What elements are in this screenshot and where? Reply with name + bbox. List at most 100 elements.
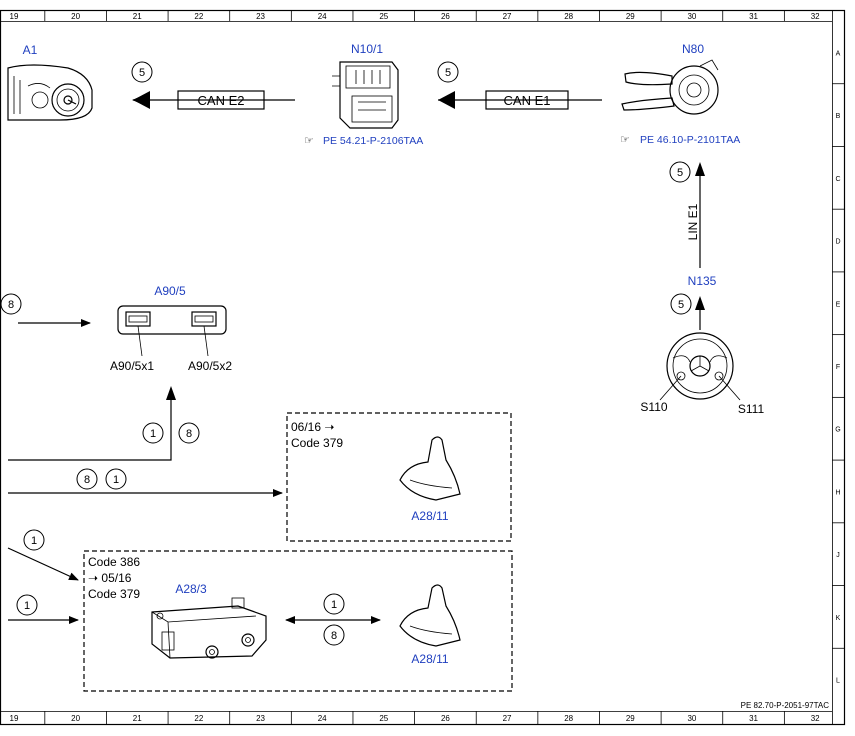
can-e1-label-box [485, 90, 569, 110]
circle-can-e1 [437, 61, 459, 83]
s110-leader [659, 375, 682, 401]
roof-antenna-icon [399, 584, 461, 647]
ruler-column-label: 28 [564, 12, 573, 21]
circle-lin-bottom-num: 5 [678, 299, 684, 311]
ruler-row-label: D [835, 239, 840, 246]
ref-n80[interactable]: PE 46.10-P-2101TAA [640, 134, 740, 146]
antenna-amplifier-icon [151, 597, 267, 659]
ruler-column-label: 28 [564, 714, 573, 723]
ruler-column-label: 22 [194, 12, 203, 21]
ruler-column-label: 24 [318, 714, 327, 723]
circle-a90-up-8 [178, 422, 200, 444]
lower-box-date: ➝ 05/16 [88, 571, 132, 585]
circle-mid-8 [76, 468, 98, 490]
ruler-column-label: 30 [687, 714, 696, 723]
ruler-column-label: 24 [318, 12, 327, 21]
steering-wheel-icon [666, 332, 734, 400]
circle-lower-left-1 [16, 594, 38, 616]
ruler-column-label: 19 [10, 12, 19, 21]
ruler-column-label: 26 [441, 12, 450, 21]
label-a90-5x2: A90/5x2 [188, 359, 232, 373]
ref-n10-1[interactable]: PE 54.21-P-2106TAA [323, 135, 423, 147]
label-a28-11-upper: A28/11 [411, 509, 448, 523]
steering-column-module-icon [621, 59, 719, 115]
lower-box-code1: Code 386 [88, 555, 140, 569]
ruler-column-label: 20 [71, 714, 80, 723]
ruler-column-label: 21 [133, 714, 142, 723]
ruler-column-label: 19 [10, 714, 19, 723]
ruler-column-label: 32 [811, 12, 820, 21]
a90-5-feed-line [8, 394, 172, 461]
label-a1: A1 [23, 43, 38, 57]
a90-5x1-leader [137, 325, 143, 357]
ruler-row-label: A [836, 50, 841, 57]
circle-mid-1 [105, 468, 127, 490]
ruler-column-label: 23 [256, 12, 265, 21]
ruler-row-label: H [835, 489, 840, 496]
ruler-column-label: 27 [503, 12, 512, 21]
ruler-column-label: 31 [749, 12, 758, 21]
label-n10-1: N10/1 [351, 42, 383, 56]
can-e1-label: CAN E1 [504, 93, 551, 108]
ruler-column-label: 27 [503, 714, 512, 723]
label-s110: S110 [640, 400, 667, 414]
ruler-row-label: L [836, 678, 840, 685]
document-id: PE 82.70-P-2051-97TAC [741, 701, 830, 710]
label-s111: S111 [738, 402, 765, 416]
roof-antenna-icon [399, 436, 461, 501]
ruler-column-label: 29 [626, 714, 635, 723]
circle-can-e1-num: 5 [445, 67, 451, 79]
lin-e1-label: LIN E1 [686, 203, 700, 240]
ruler-column-label: 26 [441, 714, 450, 723]
lower-box-code2: Code 379 [88, 587, 140, 601]
instrument-cluster-icon [7, 64, 93, 121]
circle-lin-bottom [670, 293, 692, 315]
circle-diag-1 [23, 529, 45, 551]
ruler-column-label: 21 [133, 12, 142, 21]
circle-lin-top-num: 5 [677, 167, 683, 179]
ruler-row-label: F [836, 364, 840, 371]
circle-a90-in [0, 293, 22, 315]
pointing-hand-icon: ☞ [304, 135, 314, 147]
upper-box-code: Code 379 [291, 436, 343, 450]
ruler-row-label: C [835, 176, 840, 183]
ruler-column-label: 29 [626, 12, 635, 21]
circle-a90-up-8-num: 8 [186, 428, 192, 440]
sam-control-unit-icon [332, 61, 399, 129]
label-a28-11-lower: A28/11 [411, 652, 448, 666]
circle-can-e2-num: 5 [139, 67, 145, 79]
drawing-frame [0, 9, 846, 726]
circle-can-e2 [131, 61, 153, 83]
label-n135: N135 [688, 274, 717, 288]
ruler-column-label: 25 [379, 714, 388, 723]
a90-5x2-leader [203, 325, 209, 357]
ruler-column-label: 30 [687, 12, 696, 21]
ruler-column-label: 23 [256, 714, 265, 723]
pointing-hand-icon: ☞ [620, 134, 630, 146]
circle-lin-top [669, 161, 691, 183]
ruler-column-label: 25 [379, 12, 388, 21]
can-e2-label-box [177, 90, 265, 110]
ruler-column-label: 22 [194, 714, 203, 723]
column-ruler-top: 19 20 21 22 23 24 25 26 27 28 29 30 31 32 [10, 10, 820, 21]
a90-5-feed-arrowhead [166, 386, 176, 400]
s111-leader [718, 375, 741, 401]
lin-e1-arrowhead [695, 162, 705, 176]
circle-diag-1-num: 1 [31, 535, 37, 547]
n135-arrowhead [695, 296, 705, 310]
ruler-row-label: G [835, 427, 840, 434]
circle-a90-up-1 [142, 422, 164, 444]
circle-bidir-8 [323, 624, 345, 646]
lower-box-diagonal-line [7, 547, 79, 581]
label-a90-5: A90/5 [154, 284, 186, 298]
ruler-row-label: B [836, 113, 841, 120]
ruler-row-label: K [836, 615, 841, 622]
ruler-column-label: 20 [71, 12, 80, 21]
circle-bidir-1 [323, 593, 345, 615]
ruler-row-label: E [836, 301, 841, 308]
circle-mid-8-num: 8 [84, 474, 90, 486]
circle-a90-in-num: 8 [8, 299, 14, 311]
usb-port-module-icon [117, 305, 227, 335]
ruler-column-label: 31 [749, 714, 758, 723]
